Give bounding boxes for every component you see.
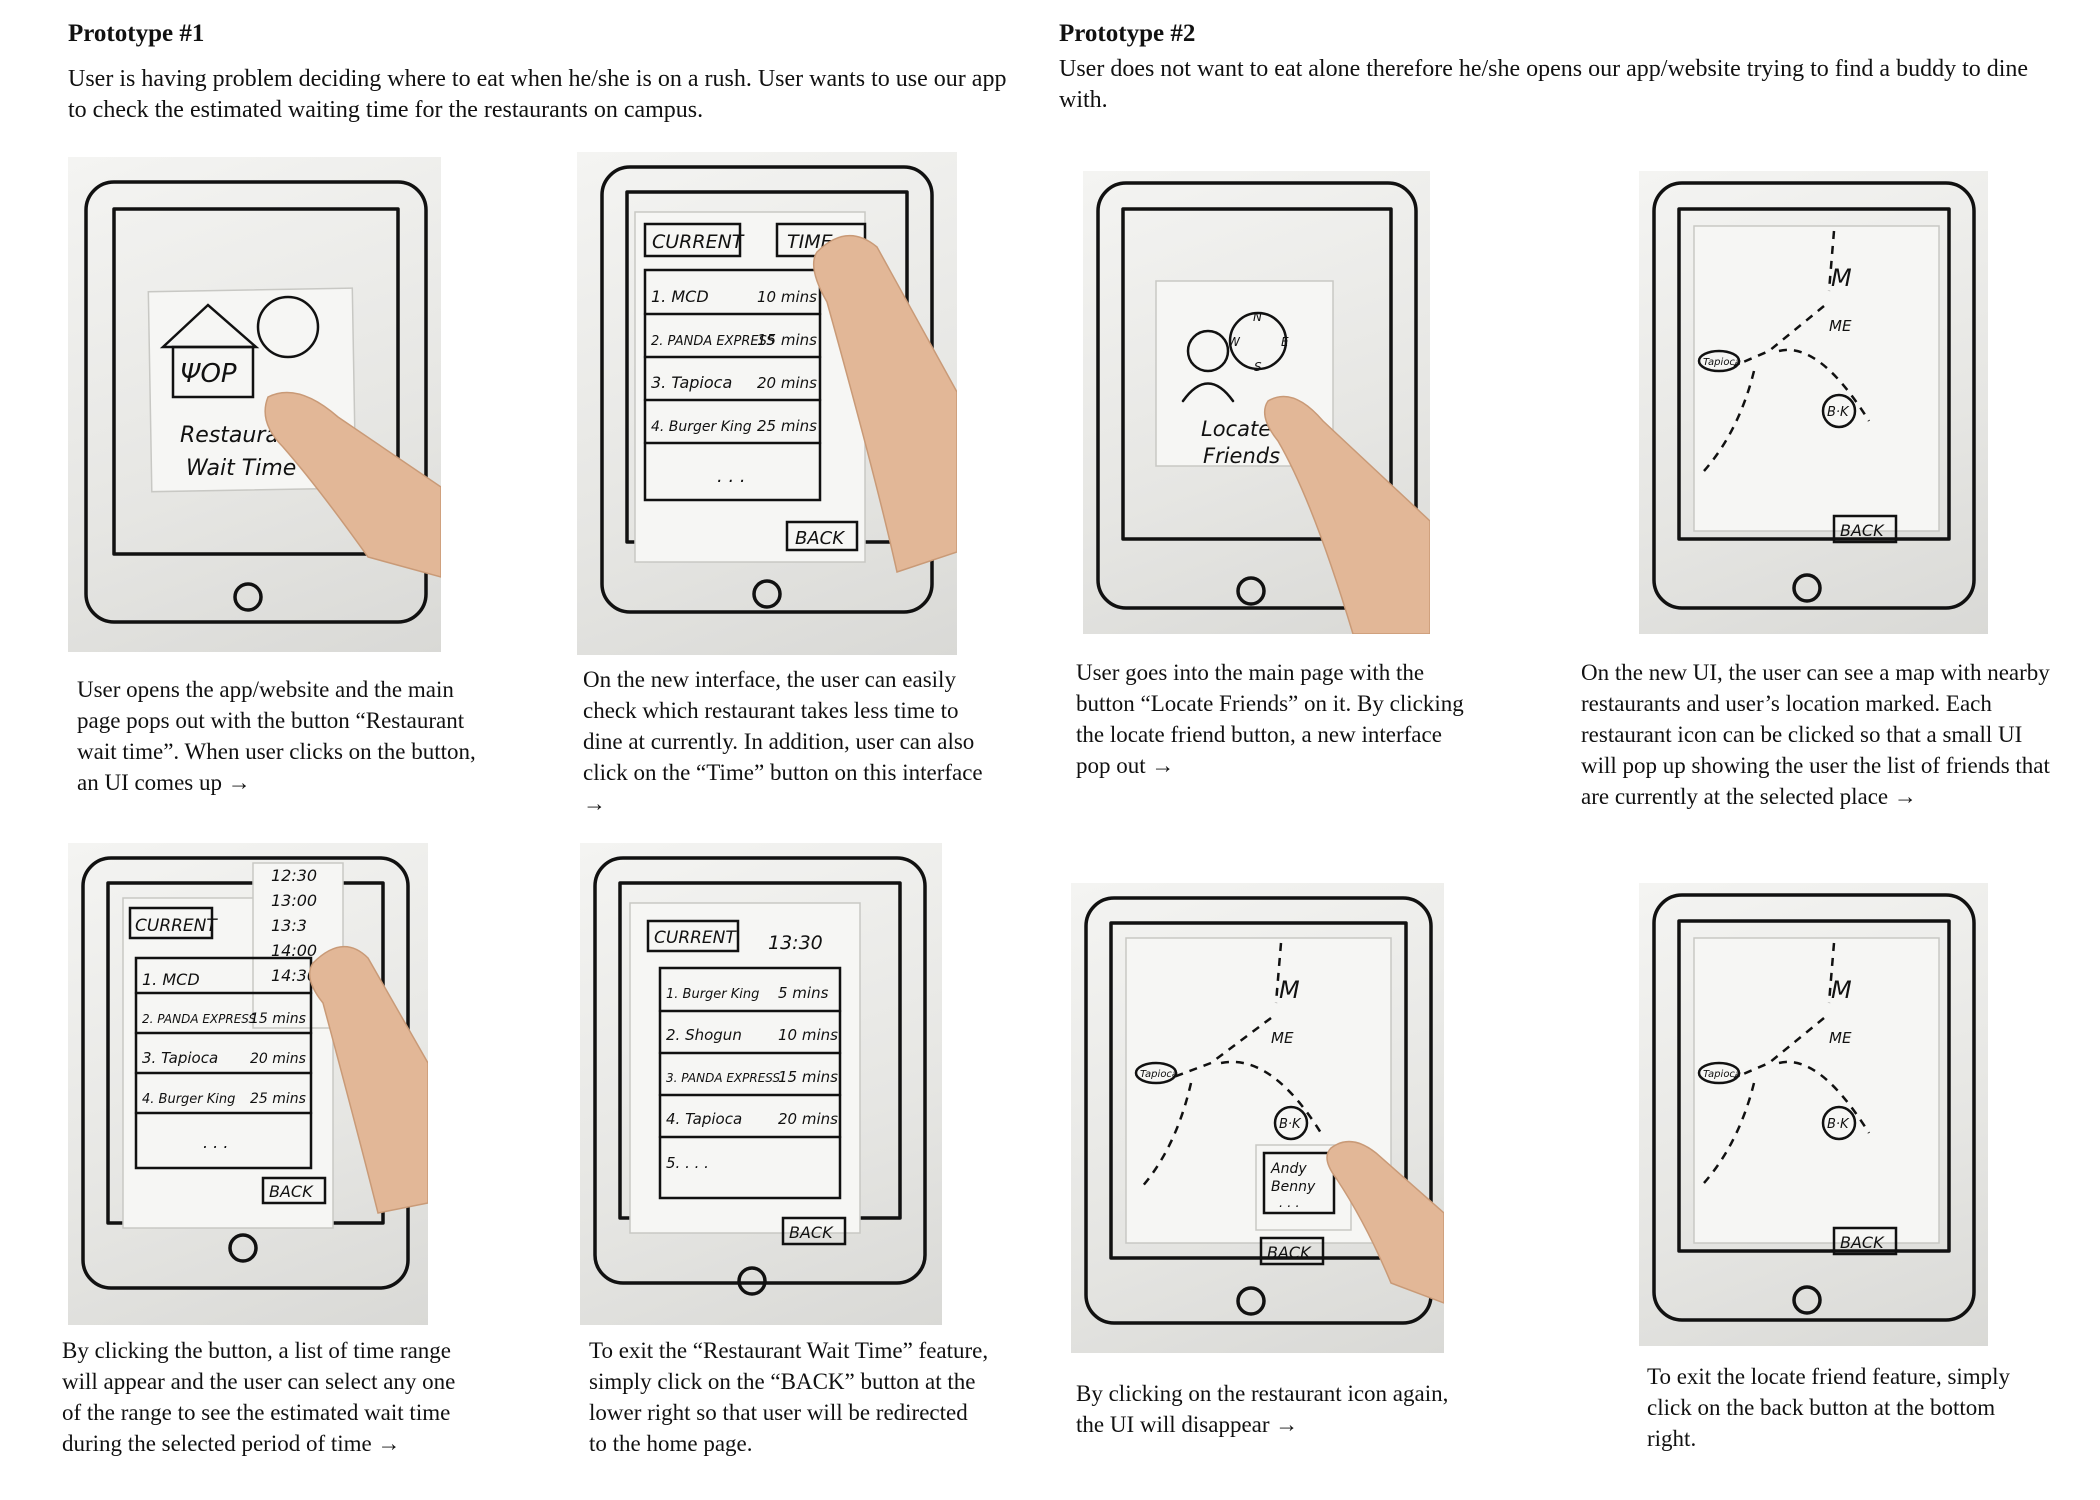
row-name: 4. Tapioca	[666, 1110, 742, 1128]
row-wait: 20 mins	[778, 1110, 838, 1128]
back-button[interactable]: BACK	[1840, 521, 1885, 540]
time-option[interactable]: 14:30	[271, 966, 317, 985]
prototype-1-column: Prototype #1 User is having problem deci…	[0, 0, 1020, 1500]
photo-6-map: M ME Tapioca B·K BACK	[1639, 171, 1988, 634]
caption-6: On the new UI, the user can see a map wi…	[1581, 660, 2050, 809]
map-mcd-icon[interactable]: M	[1279, 976, 1300, 1004]
map-mcd-icon[interactable]: M	[1831, 976, 1852, 1004]
photo-4-time-list: CURRENT 13:30 1. Burger King 5 mins 2. S…	[580, 843, 942, 1325]
map-me-label: ME	[1271, 1029, 1294, 1047]
back-button[interactable]: BACK	[795, 528, 845, 549]
caption-4: To exit the “Restaurant Wait Time” featu…	[589, 1338, 989, 1456]
row-name: 3. PANDA EXPRESS	[666, 1071, 781, 1085]
row-name: 3. Tapioca	[651, 373, 732, 392]
finger-hand	[812, 234, 957, 573]
prototype-1-intro: User is having problem deciding where to…	[68, 66, 1007, 123]
row-wait: 15 mins	[757, 331, 817, 349]
friend-more: . . .	[1279, 1196, 1300, 1211]
list-ellipsis: . . .	[203, 1133, 228, 1152]
back-button[interactable]: BACK	[1267, 1243, 1312, 1262]
photo-1-main-page: ΨOP Restaurant Wait Time	[68, 157, 441, 652]
tab-current[interactable]: CURRENT	[652, 231, 745, 253]
friend-name: Andy	[1270, 1161, 1307, 1177]
restaurant-button-line2[interactable]: Wait Time	[186, 456, 296, 481]
row-wait: 5 mins	[778, 984, 829, 1002]
map-bk-icon[interactable]: B·K	[1827, 1117, 1850, 1132]
tab-current[interactable]: CURRENT	[135, 916, 218, 936]
time-option[interactable]: 13:00	[271, 891, 317, 910]
finger-hand	[308, 945, 428, 1214]
caption-2: On the new interface, the user can easil…	[583, 667, 983, 816]
row-wait: 25 mins	[757, 417, 817, 435]
compass-e: E	[1281, 335, 1289, 349]
map-tapioca-icon[interactable]: Tapioca	[1140, 1069, 1178, 1080]
caption-3: By clicking the button, a list of time r…	[62, 1338, 456, 1456]
map-bk-icon[interactable]: B·K	[1279, 1117, 1302, 1132]
sign-text: ΨOP	[180, 359, 237, 389]
map-bk-icon[interactable]: B·K	[1827, 405, 1850, 420]
compass-w: W	[1228, 335, 1241, 349]
tab-current[interactable]: CURRENT	[654, 928, 737, 948]
row-name: 1. MCD	[142, 970, 200, 989]
caption-5: User goes into the main page with the bu…	[1076, 660, 1464, 778]
row-wait: 25 mins	[250, 1091, 306, 1107]
photo-2-wait-list: CURRENT TIME 1. MCD 10 mins 2. PANDA EXP…	[577, 152, 957, 655]
row-name: 2. Shogun	[666, 1026, 742, 1044]
row-name: 4. Burger King	[651, 419, 752, 435]
back-button[interactable]: BACK	[269, 1182, 314, 1201]
row-name: 2. PANDA EXPRESS	[651, 334, 775, 349]
row-wait: 20 mins	[757, 374, 817, 392]
photo-5-locate-main: N E S W Locate Friends	[1083, 171, 1430, 634]
row-name: 1. MCD	[651, 287, 709, 306]
caption-8: To exit the locate friend feature, simpl…	[1647, 1364, 2011, 1451]
row-name: 2. PANDA EXPRESS	[142, 1012, 257, 1026]
finger-hand	[264, 391, 441, 578]
row-name: 4. Burger King	[142, 1092, 235, 1107]
list-ellipsis: . . .	[717, 466, 746, 487]
finger-hand	[1263, 395, 1430, 634]
row-wait: 15 mins	[250, 1011, 306, 1027]
tab-selected-time[interactable]: 13:30	[768, 932, 823, 954]
row-name: 3. Tapioca	[142, 1049, 218, 1067]
photo-7-map-popup: M ME Tapioca B·K Andy Benny . . . BACK	[1071, 883, 1444, 1353]
time-option[interactable]: 14:00	[271, 941, 317, 960]
map-tapioca-icon[interactable]: Tapioca	[1703, 1069, 1741, 1080]
compass-n: N	[1253, 310, 1262, 324]
prototype-2-intro: User does not want to eat alone therefor…	[1059, 56, 2029, 113]
map-me-label: ME	[1829, 317, 1852, 335]
time-option[interactable]: 12:30	[271, 866, 317, 885]
row-wait: 10 mins	[757, 288, 817, 306]
row-wait: 10 mins	[778, 1026, 838, 1044]
map-mcd-icon[interactable]: M	[1831, 264, 1852, 292]
locate-button-line2[interactable]: Friends	[1203, 444, 1280, 468]
friend-name: Benny	[1271, 1179, 1316, 1195]
prototype-2-heading: Prototype #2	[1059, 20, 1196, 47]
compass-s: S	[1254, 360, 1262, 374]
map-tapioca-icon[interactable]: Tapioca	[1703, 357, 1741, 368]
row-name: 5. . . .	[666, 1154, 709, 1172]
map-me-label: ME	[1829, 1029, 1852, 1047]
photo-8-map-exit: M ME Tapioca B·K BACK	[1639, 883, 1988, 1346]
row-wait: 15 mins	[778, 1068, 838, 1086]
caption-7: By clicking on the restaurant icon again…	[1076, 1381, 1449, 1437]
time-option[interactable]: 13:3	[271, 916, 307, 935]
finger-hand	[1326, 1140, 1444, 1304]
caption-1: User opens the app/website and the main …	[77, 677, 476, 795]
photo-3-time-dropdown: CURRENT 12:30 13:00 13:3 14:00 14:30 1. …	[68, 843, 428, 1325]
row-name: 1. Burger King	[666, 987, 759, 1002]
prototype-2-column: Prototype #2 User does not want to eat a…	[1020, 0, 2100, 1500]
back-button[interactable]: BACK	[789, 1223, 834, 1242]
back-button[interactable]: BACK	[1840, 1233, 1885, 1252]
row-wait: 20 mins	[250, 1051, 306, 1067]
prototype-1-heading: Prototype #1	[68, 20, 205, 47]
locate-button-line1[interactable]: Locate	[1201, 417, 1271, 441]
